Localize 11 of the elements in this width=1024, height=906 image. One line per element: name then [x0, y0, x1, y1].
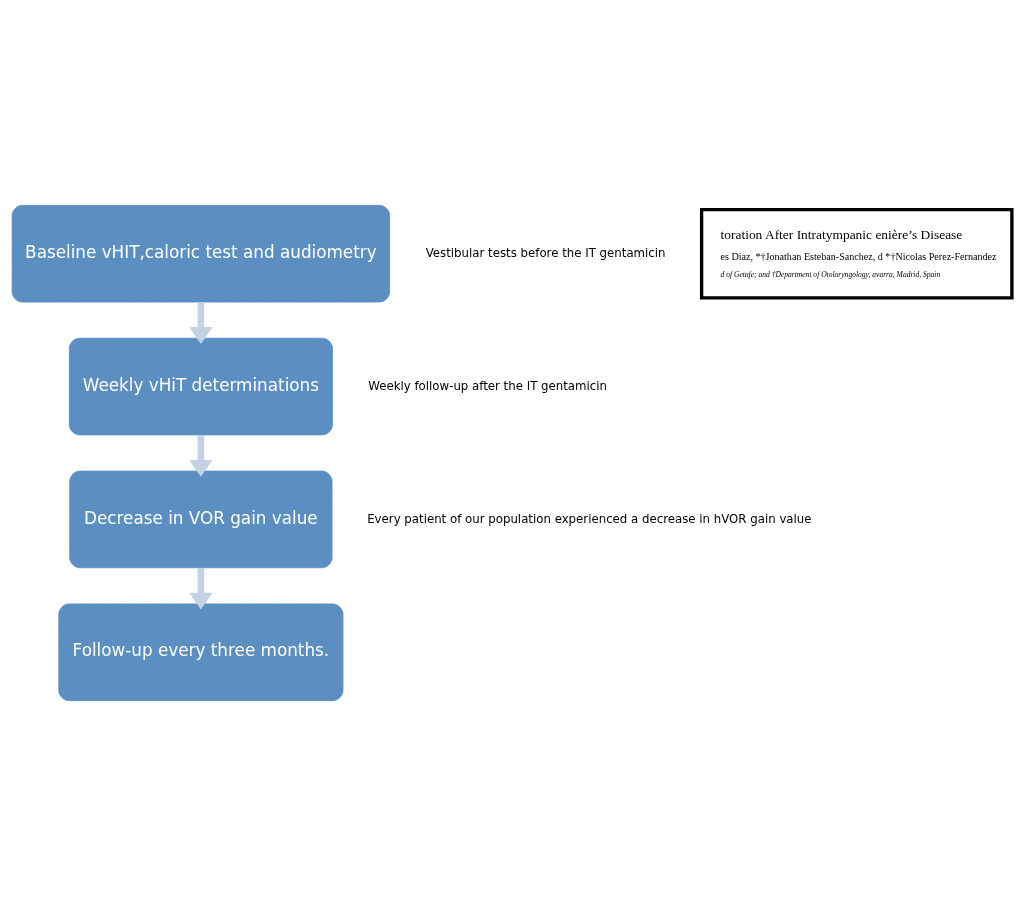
node-label: Every patient of our population experienced a decrease in hVOR gain value — [367, 511, 812, 526]
node-box: Follow-up every three months. — [58, 603, 344, 702]
arrow — [189, 568, 213, 610]
node-box: Baseline vHIT,caloric test and audiometry — [11, 204, 391, 303]
node-box: toration After Intratympanic enière’s Disease es Diaz, *†Jonathan Esteban-Sanchez, d *†Nicolas Perez-Fernandez d of Getafe; and †Department of Otolaryngology, avarra, Madrid, Spain — [699, 207, 1014, 300]
node-box: Weekly vHiT determinations — [68, 337, 333, 436]
node-box: Decrease in VOR gain value — [69, 470, 333, 569]
node-label: Vestibular tests before the IT gentamicin — [425, 245, 666, 260]
arrow — [189, 302, 213, 344]
arrow — [189, 435, 213, 477]
node-label: Weekly follow-up after the IT gentamicin — [368, 378, 607, 393]
